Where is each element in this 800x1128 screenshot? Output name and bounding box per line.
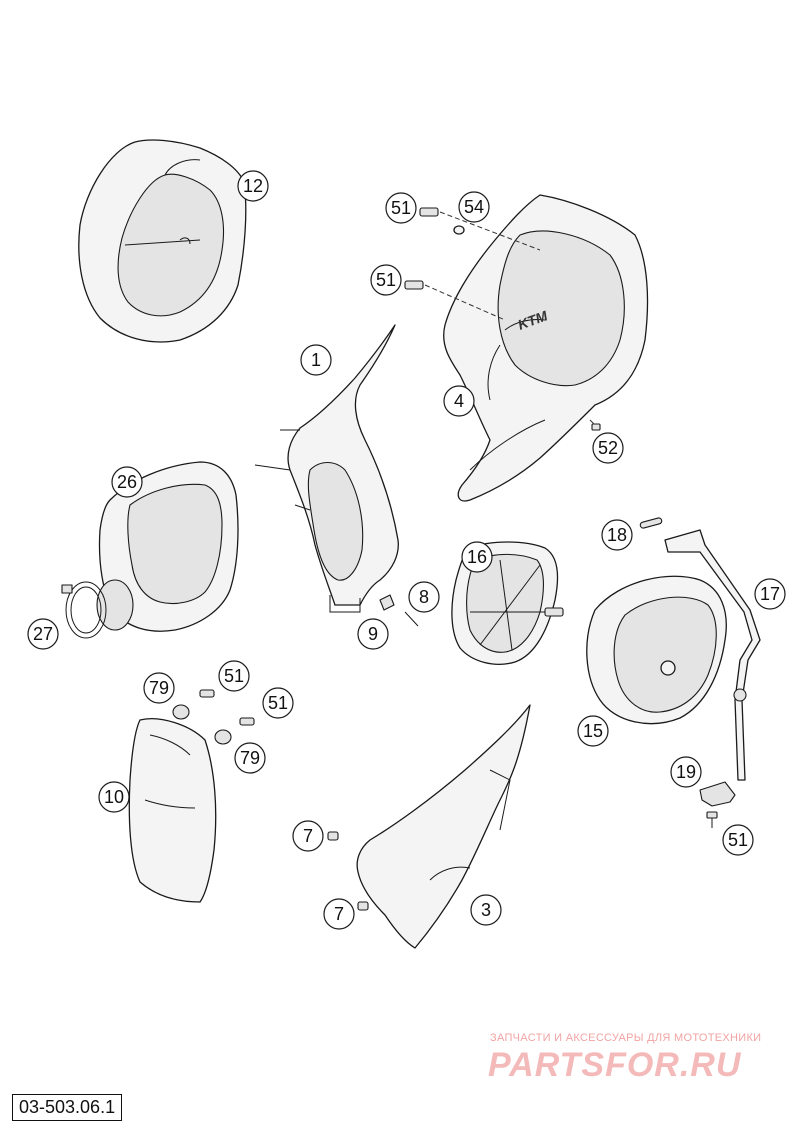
callout-15: 15 (577, 715, 609, 747)
svg-text:18: 18 (607, 525, 627, 545)
svg-text:54: 54 (464, 197, 484, 217)
svg-text:4: 4 (454, 391, 464, 411)
svg-text:51: 51 (728, 830, 748, 850)
svg-text:12: 12 (243, 176, 263, 196)
svg-text:7: 7 (303, 826, 313, 846)
diagram-reference-code: 03-503.06.1 (12, 1094, 123, 1121)
part-1-intake-frame (254, 324, 399, 613)
svg-text:9: 9 (368, 624, 378, 644)
part-19-bracket (699, 781, 736, 828)
svg-text:16: 16 (467, 547, 487, 567)
callout-51-a: 51 (218, 660, 250, 692)
svg-text:79: 79 (240, 748, 260, 768)
callout-51-top: 51 (385, 192, 417, 224)
svg-text:26: 26 (117, 472, 137, 492)
svg-text:15: 15 (583, 721, 603, 741)
svg-text:79: 79 (149, 678, 169, 698)
callout-54: 54 (458, 191, 490, 223)
watermark-subtitle: ЗАПЧАСТИ И АКСЕССУАРЫ ДЛЯ МОТОТЕХНИКИ (490, 1032, 762, 1044)
callout-12: 12 (237, 170, 269, 202)
svg-text:52: 52 (598, 438, 618, 458)
part-10-side-cover (128, 718, 217, 903)
svg-text:8: 8 (419, 587, 429, 607)
svg-text:19: 19 (676, 762, 696, 782)
panel-10-fasteners (172, 689, 255, 745)
callout-51-bottom: 51 (722, 824, 754, 856)
callout-10: 10 (98, 781, 130, 813)
part-4-airbox: KTM (443, 194, 649, 502)
part-26-intake-boot (96, 461, 239, 632)
svg-text:3: 3 (481, 900, 491, 920)
callout-7-top: 7 (292, 820, 324, 852)
part-16-filter-cage (451, 541, 564, 665)
svg-text:51: 51 (391, 198, 411, 218)
callout-3: 3 (470, 894, 502, 926)
svg-text:1: 1 (311, 350, 321, 370)
svg-text:17: 17 (760, 584, 780, 604)
callout-26: 26 (111, 466, 143, 498)
callout-27: 27 (27, 618, 59, 650)
parts-17-18-holder (639, 517, 761, 781)
callout-4: 4 (443, 385, 475, 417)
callout-17: 17 (754, 578, 786, 610)
callout-16: 16 (461, 541, 493, 573)
callout-8: 8 (408, 581, 440, 613)
callout-18: 18 (601, 519, 633, 551)
svg-text:27: 27 (33, 624, 53, 644)
part-3-fasteners (327, 831, 369, 911)
parts-8-9-clip-screw (379, 594, 419, 627)
watermark-logo: PARTSFOR.RU (488, 1046, 742, 1084)
airbox-fasteners (404, 207, 601, 431)
callout-52: 52 (592, 432, 624, 464)
callout-19: 19 (670, 756, 702, 788)
svg-text:51: 51 (268, 693, 288, 713)
callout-51-mid: 51 (370, 264, 402, 296)
svg-text:51: 51 (224, 666, 244, 686)
callout-51-b: 51 (262, 687, 294, 719)
callout-79-top: 79 (143, 672, 175, 704)
svg-text:10: 10 (104, 787, 124, 807)
callout-7-bottom: 7 (323, 898, 355, 930)
part-3-side-cover (356, 704, 531, 949)
part-27-hose-clamp (61, 581, 107, 639)
svg-text:51: 51 (376, 270, 396, 290)
callout-1: 1 (300, 344, 332, 376)
callout-79-bottom: 79 (234, 742, 266, 774)
part-15-air-filter (586, 575, 727, 725)
svg-text:7: 7 (334, 904, 344, 924)
part-12-filter-cover (78, 139, 247, 343)
callout-9: 9 (357, 618, 389, 650)
